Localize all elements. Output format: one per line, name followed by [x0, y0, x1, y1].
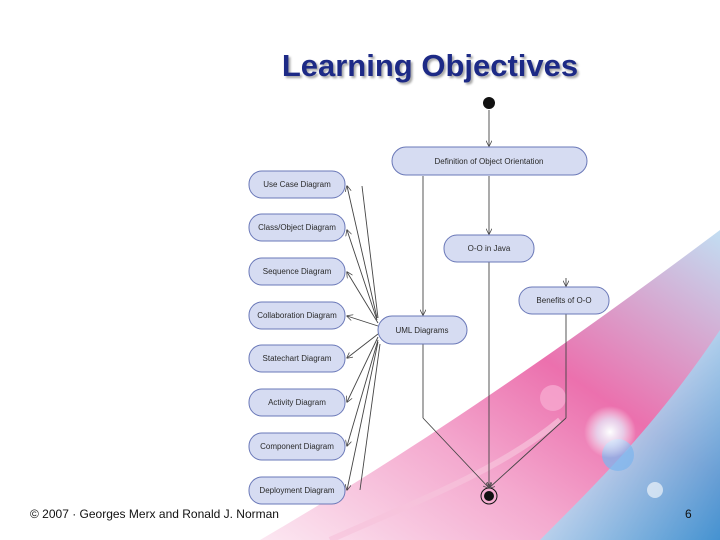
- node-label: Benefits of O-O: [536, 296, 591, 305]
- node-label: Statechart Diagram: [263, 354, 332, 363]
- node-label: Class/Object Diagram: [258, 223, 336, 232]
- node-label: Activity Diagram: [268, 398, 326, 407]
- activity-node-uml: UML Diagrams: [377, 315, 468, 345]
- activity-node-oo-java: O-O in Java: [443, 234, 535, 263]
- node-label: Use Case Diagram: [263, 180, 331, 189]
- activity-node-use-case: Use Case Diagram: [248, 170, 346, 199]
- node-label: O-O in Java: [468, 244, 511, 253]
- node-label: Collaboration Diagram: [257, 311, 337, 320]
- activity-node-class-object: Class/Object Diagram: [248, 213, 346, 242]
- page-number: 6: [685, 507, 692, 521]
- activity-node-benefits: Benefits of O-O: [518, 286, 610, 315]
- activity-node-collaboration: Collaboration Diagram: [248, 301, 346, 330]
- activity-node-activity: Activity Diagram: [248, 388, 346, 417]
- node-label: Definition of Object Orientation: [435, 157, 544, 166]
- slide-footer: © 2007 · Georges Merx and Ronald J. Norm…: [30, 507, 279, 521]
- activity-node-statechart: Statechart Diagram: [248, 344, 346, 373]
- activity-node-definition: Definition of Object Orientation: [391, 146, 588, 176]
- node-label: Deployment Diagram: [259, 486, 334, 495]
- node-label: Sequence Diagram: [263, 267, 332, 276]
- slide-title: Learning Objectives: [281, 48, 579, 83]
- activity-node-component: Component Diagram: [248, 432, 346, 461]
- edges: [347, 110, 566, 490]
- node-label: UML Diagrams: [395, 326, 448, 335]
- initial-node: [483, 97, 495, 109]
- node-label: Component Diagram: [260, 442, 334, 451]
- final-node: [484, 491, 494, 501]
- activity-node-sequence: Sequence Diagram: [248, 257, 346, 286]
- activity-node-deployment: Deployment Diagram: [248, 476, 346, 505]
